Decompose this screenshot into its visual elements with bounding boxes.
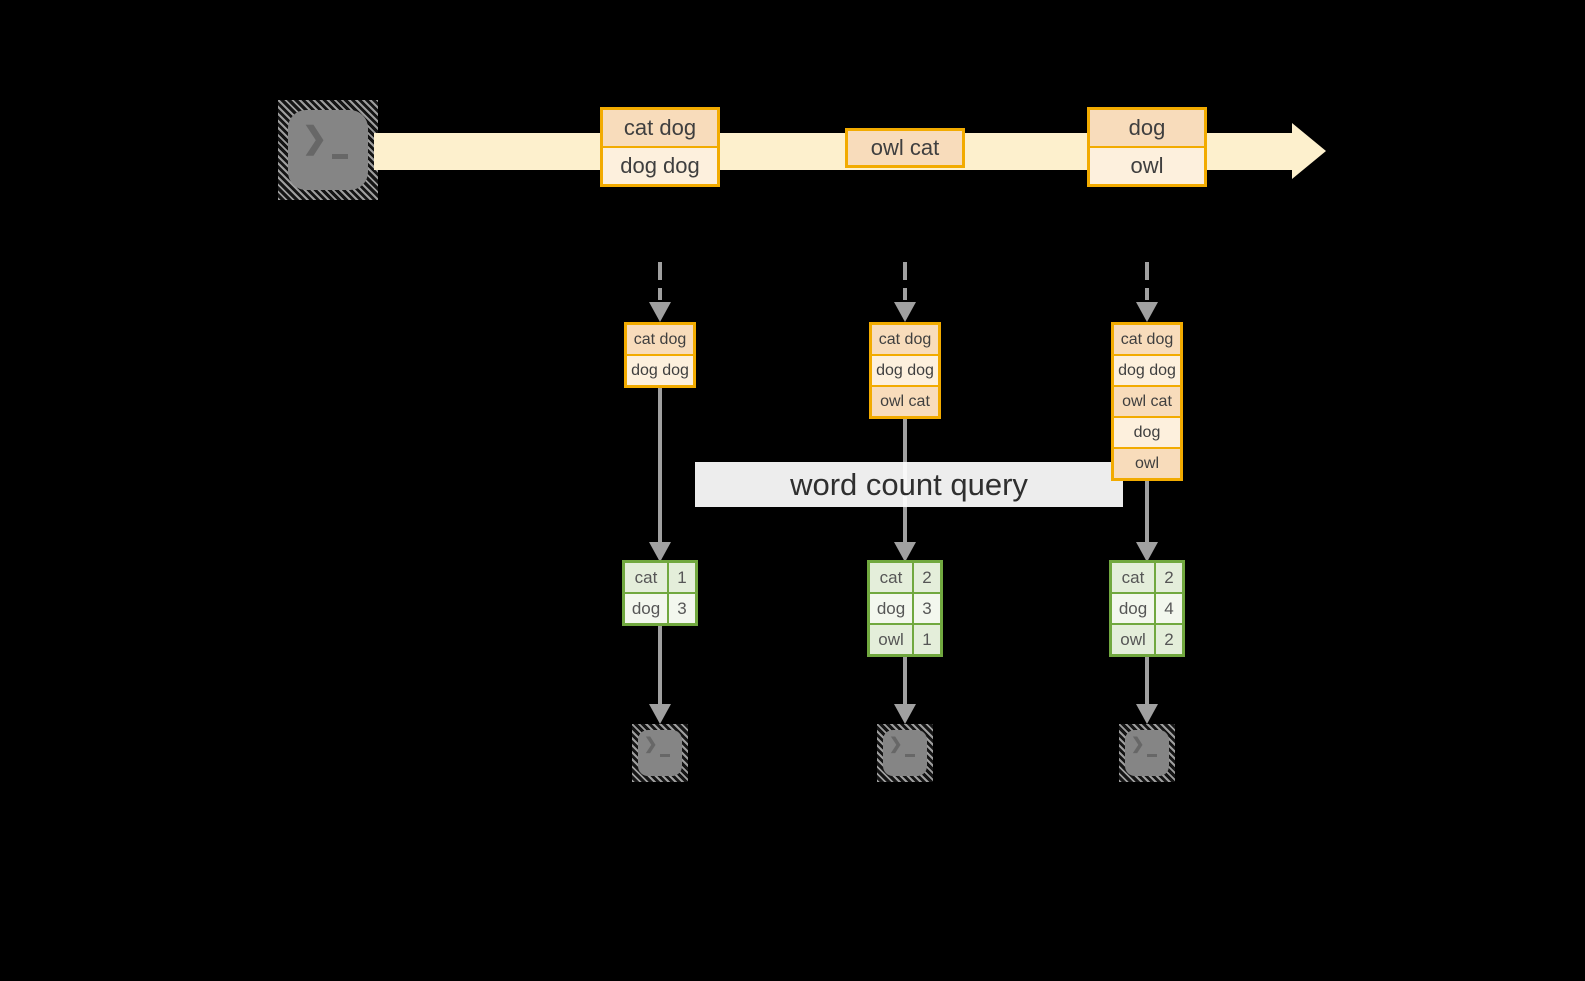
- count-word: dog: [1112, 594, 1154, 623]
- event-line: dog: [1090, 110, 1204, 146]
- count-word: cat: [870, 563, 912, 592]
- prompt-cursor-icon: [332, 154, 348, 159]
- buffer-line: cat dog: [1114, 325, 1180, 354]
- stream-arrowhead-icon: [1292, 123, 1326, 179]
- count-value: 1: [914, 625, 940, 654]
- count-word: cat: [1112, 563, 1154, 592]
- event-line: owl cat: [848, 131, 962, 165]
- event-line: dog dog: [603, 148, 717, 184]
- buffer-box-1: cat dog dog dog: [624, 322, 696, 388]
- dashed-arrow-segment: [1145, 262, 1149, 280]
- prompt-cursor-icon: [905, 754, 915, 757]
- arrowhead-down-icon: [1136, 704, 1158, 724]
- dashed-arrow-segment: [1145, 288, 1149, 300]
- arrowhead-down-icon: [1136, 542, 1158, 562]
- count-table-2: cat 2 dog 3 owl 1: [867, 560, 943, 657]
- buffer-line: owl: [1114, 449, 1180, 478]
- prompt-cursor-icon: [660, 754, 670, 757]
- count-value: 4: [1156, 594, 1182, 623]
- terminal-icon: ❯: [278, 100, 378, 200]
- dashed-arrow-segment: [903, 262, 907, 280]
- buffer-line: dog dog: [1114, 356, 1180, 385]
- count-word: owl: [1112, 625, 1154, 654]
- count-value: 1: [669, 563, 695, 592]
- stream-event-2: owl cat: [845, 128, 965, 168]
- connector-line: [658, 388, 662, 544]
- connector-line: [1145, 657, 1149, 704]
- prompt-cursor-icon: [1147, 754, 1157, 757]
- arrowhead-down-icon: [649, 542, 671, 562]
- count-table-3: cat 2 dog 4 owl 2: [1109, 560, 1185, 657]
- connector-line: [903, 657, 907, 704]
- count-word: dog: [625, 594, 667, 623]
- buffer-box-3: cat dog dog dog owl cat dog owl: [1111, 322, 1183, 481]
- prompt-chevron-icon: ❯: [302, 122, 328, 155]
- terminal-icon: ❯: [1119, 724, 1175, 782]
- count-value: 3: [914, 594, 940, 623]
- arrowhead-down-icon: [649, 302, 671, 322]
- arrowhead-down-icon: [894, 542, 916, 562]
- count-value: 2: [1156, 563, 1182, 592]
- count-value: 2: [1156, 625, 1182, 654]
- buffer-line: cat dog: [872, 325, 938, 354]
- buffer-line: owl cat: [1114, 387, 1180, 416]
- buffer-line: dog: [1114, 418, 1180, 447]
- prompt-chevron-icon: ❯: [1131, 736, 1145, 753]
- stream-event-3: dog owl: [1087, 107, 1207, 187]
- count-table-1: cat 1 dog 3: [622, 560, 698, 626]
- arrowhead-down-icon: [1136, 302, 1158, 322]
- buffer-line: cat dog: [627, 325, 693, 354]
- terminal-icon: ❯: [632, 724, 688, 782]
- event-line: cat dog: [603, 110, 717, 146]
- count-word: dog: [870, 594, 912, 623]
- buffer-line: owl cat: [872, 387, 938, 416]
- prompt-chevron-icon: ❯: [889, 736, 903, 753]
- count-word: cat: [625, 563, 667, 592]
- connector-line: [658, 626, 662, 704]
- count-value: 3: [669, 594, 695, 623]
- buffer-line: dog dog: [872, 356, 938, 385]
- dashed-arrow-segment: [658, 262, 662, 280]
- prompt-chevron-icon: ❯: [644, 736, 658, 753]
- dashed-arrow-segment: [658, 288, 662, 300]
- dashed-arrow-segment: [903, 288, 907, 300]
- arrowhead-down-icon: [894, 704, 916, 724]
- count-value: 2: [914, 563, 940, 592]
- stream-event-1: cat dog dog dog: [600, 107, 720, 187]
- buffer-box-2: cat dog dog dog owl cat: [869, 322, 941, 419]
- event-line: owl: [1090, 148, 1204, 184]
- count-word: owl: [870, 625, 912, 654]
- arrowhead-down-icon: [649, 704, 671, 724]
- arrowhead-down-icon: [894, 302, 916, 322]
- connector-line: [1145, 481, 1149, 544]
- buffer-line: dog dog: [627, 356, 693, 385]
- query-label: word count query: [695, 462, 1123, 507]
- terminal-icon: ❯: [877, 724, 933, 782]
